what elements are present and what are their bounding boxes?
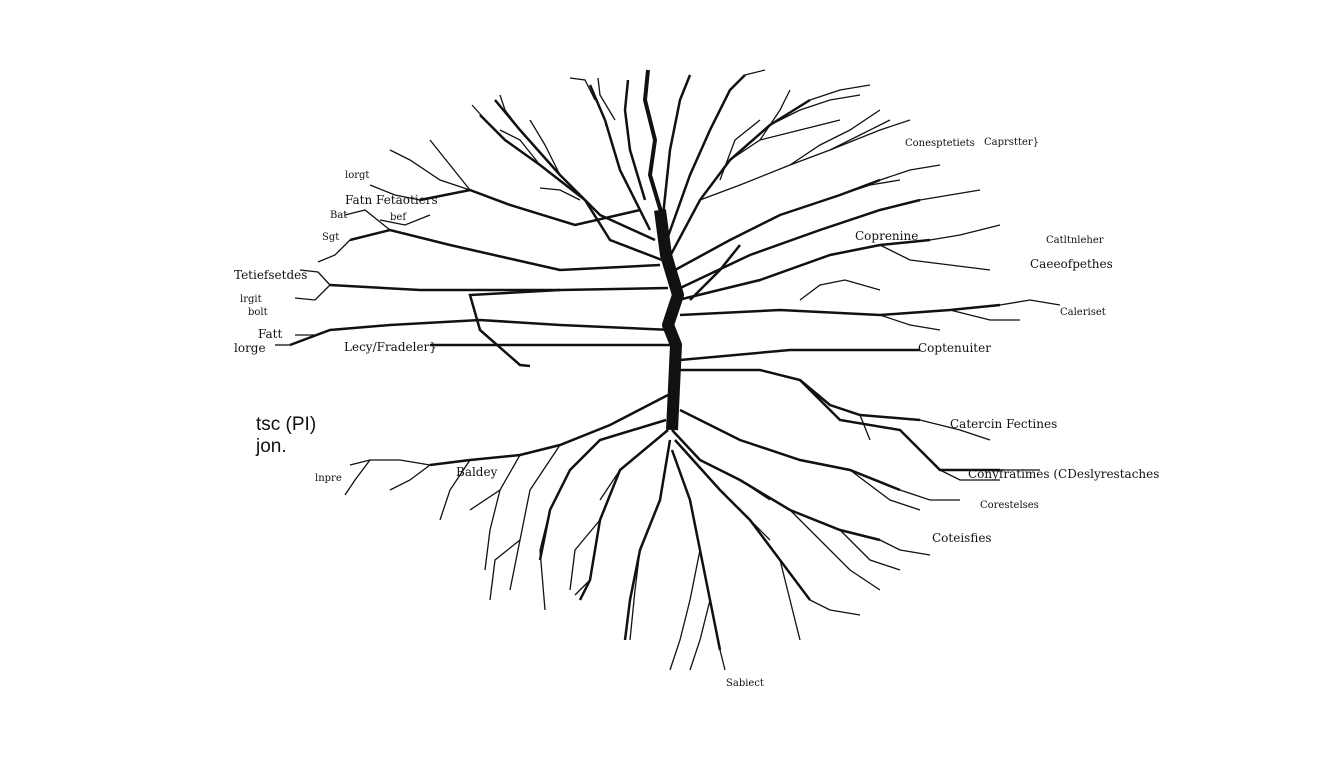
label-5: Fatt bbox=[258, 327, 282, 341]
side-note-line-2: jon. bbox=[256, 436, 287, 457]
trunk-upper bbox=[642, 69, 664, 216]
side-note: tsc (PI) jon. bbox=[256, 414, 316, 458]
label-3: Lecy/Fradeler} bbox=[344, 340, 437, 354]
label-25: Caprstter} bbox=[984, 137, 1039, 148]
label-8: Baldey bbox=[456, 465, 498, 479]
label-18: Caleriset bbox=[1060, 307, 1106, 318]
label-21: Bat bbox=[330, 210, 347, 221]
label-9: Coprenine bbox=[855, 229, 918, 243]
label-14: Coteisfies bbox=[932, 531, 992, 545]
trunk bbox=[654, 209, 684, 431]
twigs-lower-left bbox=[344, 444, 641, 641]
label-2: Tetiefsetdes bbox=[234, 268, 307, 282]
branches-upper-left bbox=[289, 79, 673, 368]
label-19: lnpre bbox=[315, 473, 342, 484]
branches-upper-right bbox=[660, 74, 1001, 362]
label-24: lorgt bbox=[345, 170, 369, 181]
label-12: Catercin Fectines bbox=[950, 417, 1057, 431]
label-20: Corestelses bbox=[980, 500, 1039, 511]
label-15: Conesptetiets bbox=[905, 138, 975, 149]
twigs-upper-left bbox=[275, 77, 616, 346]
label-10: Caeeofpethes bbox=[1030, 257, 1113, 271]
label-6: bolt bbox=[248, 307, 268, 318]
label-17: Sabiect bbox=[726, 678, 764, 689]
label-13: Conyfratimes (CDeslyrestaches bbox=[968, 467, 1159, 481]
diagram-labels: Fatn Fetaotiers Tetiefsetdes Lecy/Fradel… bbox=[234, 137, 1159, 689]
label-7: lrgit bbox=[240, 294, 262, 305]
label-4: lorge bbox=[234, 341, 266, 355]
label-23: Sgt bbox=[322, 232, 339, 243]
label-1: Fatn Fetaotiers bbox=[345, 193, 438, 207]
label-11: Coptenuiter bbox=[918, 341, 991, 355]
twigs-upper-right bbox=[699, 69, 1061, 331]
twigs-lower-right bbox=[669, 414, 1040, 671]
branches-lower-right bbox=[670, 368, 1000, 651]
label-16: Catltnleher bbox=[1046, 235, 1104, 246]
label-22: bef bbox=[390, 212, 407, 223]
side-note-line-1: tsc (PI) bbox=[256, 414, 317, 435]
